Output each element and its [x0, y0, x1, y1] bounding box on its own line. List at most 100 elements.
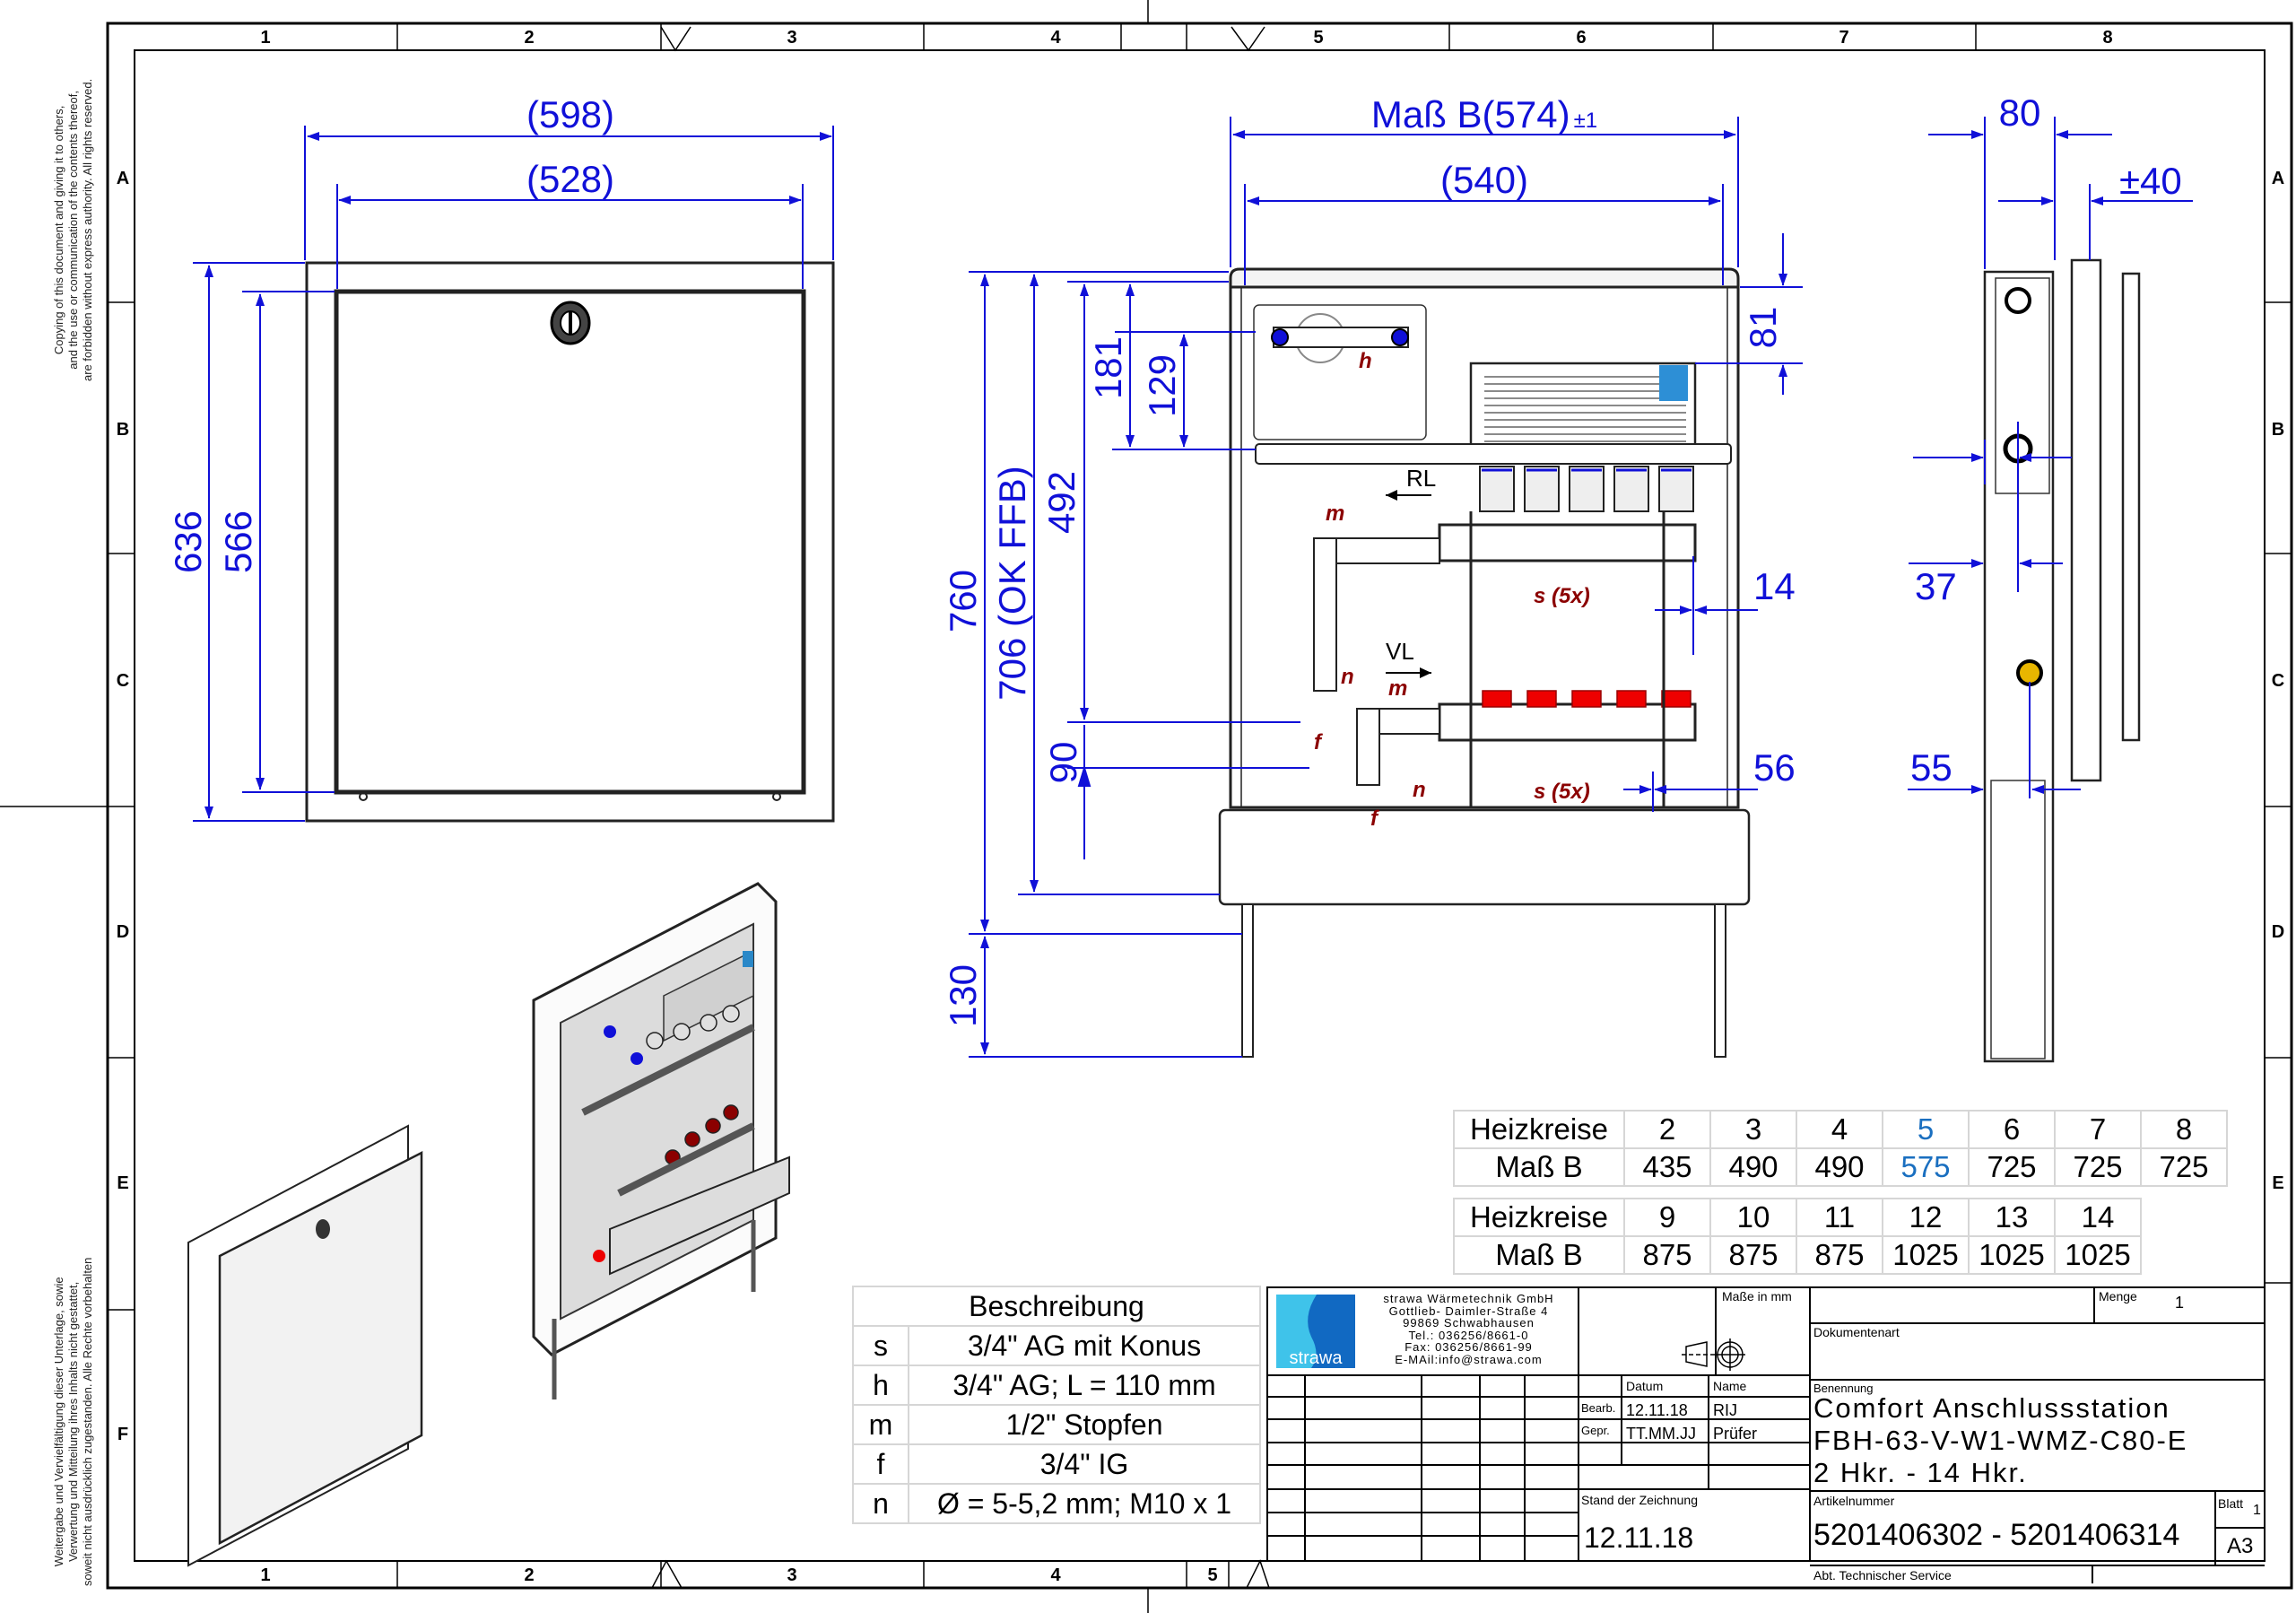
col-label: 8	[2102, 28, 2112, 48]
front-view: h	[942, 93, 1803, 1058]
dim-front-width-inner: (540)	[1440, 159, 1528, 201]
centering-mark-top-right	[1231, 26, 1265, 52]
dim-55: 55	[1910, 746, 1952, 789]
table-row: Maß B 435 490 490 575 725 725 725	[1453, 1147, 2228, 1187]
label-n: n	[1341, 665, 1354, 689]
title-line: FBH-63-V-W1-WMZ-C80-E	[1813, 1425, 2188, 1456]
table-cell: 9	[1623, 1198, 1711, 1237]
row-label: D	[117, 922, 129, 942]
description-key: n	[852, 1483, 909, 1524]
dim-80: 80	[1999, 92, 2041, 134]
dim-90: 90	[1042, 742, 1084, 784]
dim-706: 706 (OK FFB)	[991, 466, 1033, 700]
row-label: A	[2272, 169, 2284, 188]
drawing-title: Comfort Anschlussstation FBH-63-V-W1-WMZ…	[1813, 1392, 2187, 1489]
row-label: E	[117, 1173, 128, 1193]
table-cell: 875	[1709, 1235, 1797, 1275]
table-header-cell: Heizkreise	[1453, 1110, 1625, 1149]
table-row: Heizkreise 9 10 11 12 13 14	[1453, 1198, 2142, 1237]
row-label: D	[2272, 922, 2284, 942]
description-key: h	[852, 1365, 909, 1406]
label-h: h	[1359, 349, 1372, 373]
iso-door-view	[187, 1124, 423, 1567]
table-cell: 4	[1796, 1110, 1883, 1149]
dim-mass-b-tolerance: ±1	[1574, 109, 1598, 133]
company-line: E-MAil:info@strawa.com	[1395, 1352, 1543, 1366]
label-m: m	[1326, 501, 1344, 526]
grid-columns-bottom	[396, 1561, 1230, 1588]
dim-760: 760	[942, 570, 984, 632]
artikelnummer: 5201406302 - 5201406314	[1813, 1518, 2180, 1552]
row-label: C	[2272, 671, 2284, 691]
cabinet-top	[1229, 267, 1740, 289]
dim-door-width-inner: (528)	[526, 158, 614, 200]
side-view: 80 ±40 37 55	[1908, 92, 2193, 1063]
company-line: strawa Wärmetechnik GmbH	[1383, 1292, 1554, 1305]
label-m: m	[1388, 676, 1407, 701]
stand-label: Stand der Zeichnung	[1581, 1493, 1698, 1507]
menge-value: 1	[2175, 1294, 2185, 1312]
units-label: Maße in mm	[1722, 1289, 1792, 1303]
table-cell: 725	[1968, 1147, 2056, 1187]
title-line: Comfort Anschlussstation	[1813, 1392, 2170, 1424]
dim-door-height-inner: 566	[217, 510, 259, 573]
table-cell-highlighted: 5	[1882, 1110, 1970, 1149]
valve-handle-icon	[1271, 328, 1289, 346]
description-value: 3/4" AG mit Konus	[908, 1325, 1261, 1366]
dim-mass-b-value: Maß B(574)	[1371, 93, 1570, 135]
dim-56: 56	[1753, 746, 1796, 789]
table-cell-highlighted: 575	[1882, 1147, 1970, 1187]
name-label: Name	[1713, 1379, 1747, 1393]
dim-81: 81	[1742, 307, 1784, 349]
table-cell: 435	[1623, 1147, 1711, 1187]
dim-37: 37	[1915, 565, 1957, 607]
table-header-cell: Heizkreise	[1453, 1198, 1625, 1237]
col-label: 2	[524, 28, 534, 48]
bearb-name: RIJ	[1713, 1401, 1737, 1419]
cabinet-plinth	[1218, 808, 1751, 906]
gepr-date: TT.MM.JJ	[1626, 1425, 1696, 1443]
table-cell: 1025	[1882, 1235, 1970, 1275]
dim-door-height-outer: 636	[167, 510, 209, 573]
logo-text: strawa	[1290, 1348, 1344, 1368]
label-n: n	[1413, 778, 1426, 802]
menge-label: Menge	[2099, 1289, 2137, 1303]
table-row: Maß B 875 875 875 1025 1025 1025	[1453, 1235, 2142, 1275]
door-view: (598) (528) 636 566	[167, 93, 835, 823]
table-cell: 1025	[2054, 1235, 2142, 1275]
centering-mark-bottom-right	[1246, 1559, 1270, 1589]
table-cell: 3	[1709, 1110, 1797, 1149]
dim-181: 181	[1087, 336, 1129, 399]
company-address: strawa Wärmetechnik GmbH Gottlieb- Daiml…	[1359, 1293, 1578, 1365]
dim-mass-b: Maß B(574)±1	[1371, 93, 1597, 135]
heizkreise-table-1: Heizkreise 2 3 4 5 6 7 8 Maß B 435 490 4…	[1453, 1110, 2228, 1187]
table-cell: 11	[1796, 1198, 1883, 1237]
bearb-label: Bearb.	[1581, 1401, 1616, 1415]
table-cell: 1025	[1968, 1235, 2056, 1275]
label-f: f	[1370, 806, 1379, 831]
dim-129: 129	[1141, 354, 1183, 417]
strawa-logo: strawa	[1276, 1295, 1355, 1368]
table-cell: 13	[1968, 1198, 2056, 1237]
centering-mark-bottom	[651, 1559, 683, 1589]
label-vl: VL	[1386, 638, 1414, 665]
table-cell: 725	[2054, 1147, 2142, 1187]
description-value: 1/2" Stopfen	[908, 1404, 1261, 1445]
row-label: B	[117, 420, 129, 440]
table-cell: 875	[1623, 1235, 1711, 1275]
blatt-value: 1	[2253, 1503, 2261, 1518]
description-key: f	[852, 1443, 909, 1485]
department: Abt. Technischer Service	[1813, 1568, 1952, 1582]
door-panel	[334, 289, 806, 795]
table-cell: 10	[1709, 1198, 1797, 1237]
col-label: 3	[787, 1565, 796, 1585]
company-line: 99869 Schwabhausen	[1403, 1316, 1535, 1330]
col-label: 7	[1839, 28, 1848, 48]
description-value: Ø = 5-5,2 mm; M10 x 1	[908, 1483, 1261, 1524]
table-cell: 725	[2140, 1147, 2228, 1187]
